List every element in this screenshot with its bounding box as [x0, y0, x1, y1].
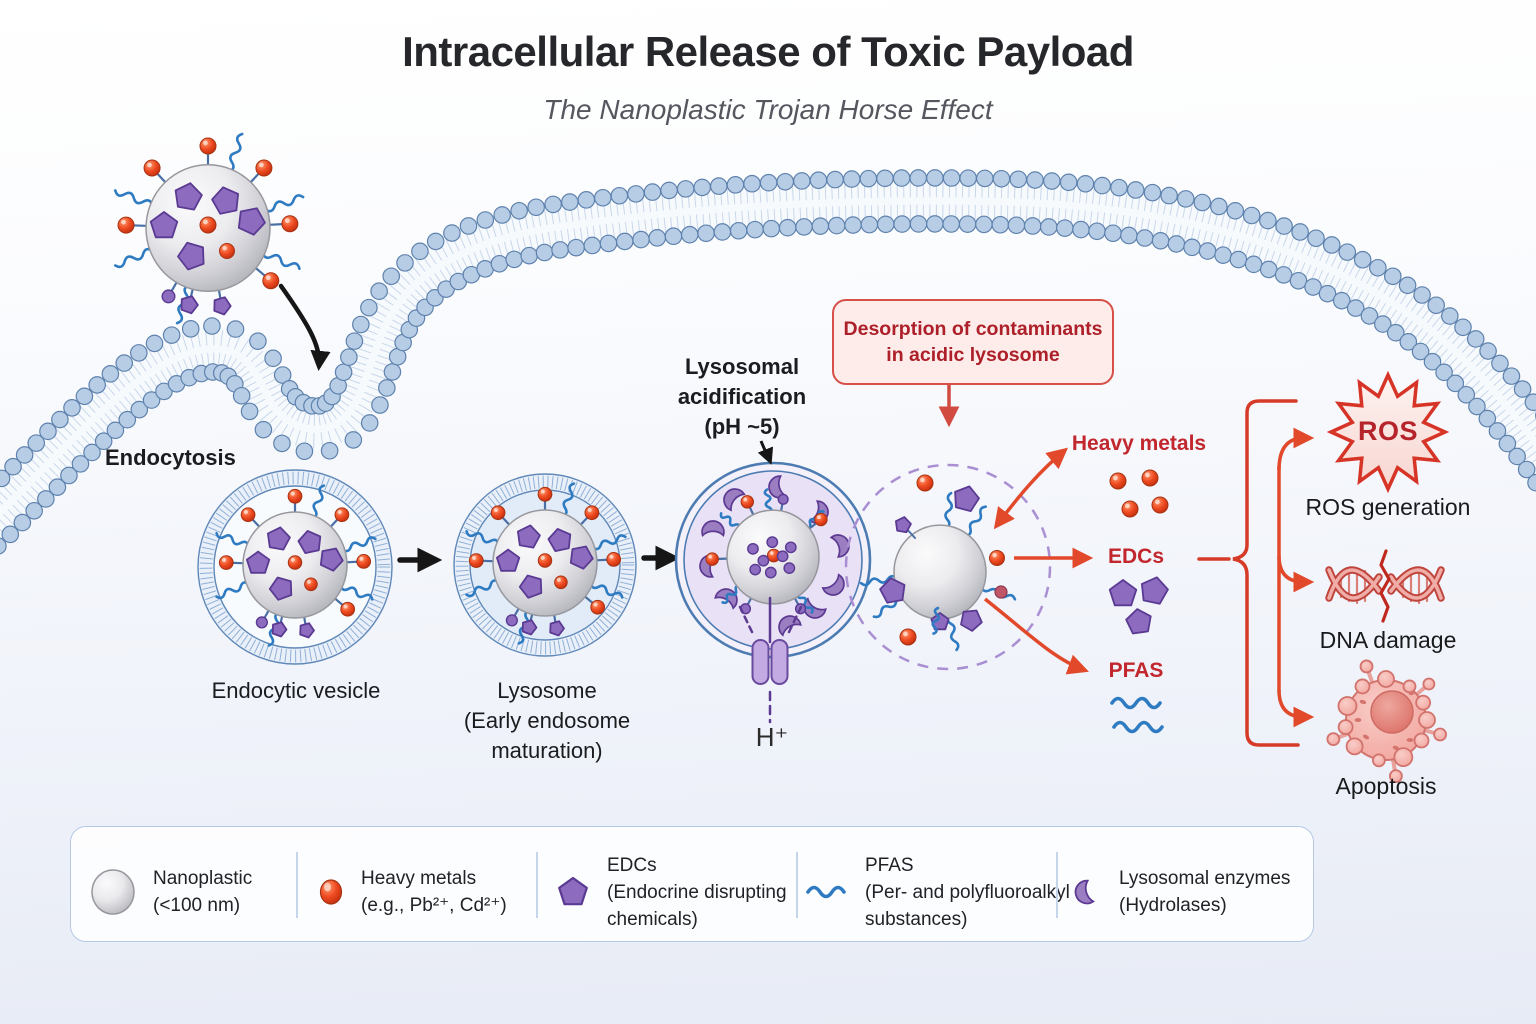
legend-item-name: Lysosomal enzymes [1119, 868, 1291, 889]
endocytosis-label: Endocytosis [105, 445, 236, 470]
release-zone [844, 463, 1052, 671]
legend-item-name: EDCs [607, 854, 657, 876]
legend-item-desc: (<100 nm) [153, 895, 241, 916]
desorption-callout: Desorption of contaminants in acidic lys… [832, 299, 1114, 385]
pfas-cluster [1110, 696, 1164, 734]
dna-damage-label: DNA damage [1319, 627, 1457, 653]
lysosome-acidic [674, 461, 872, 724]
legend-item-edcs: EDCs (Endocrine disrupting chemicals) [556, 852, 787, 932]
nanoplastic-particle [215, 484, 377, 647]
ros-generation-label: ROS generation [1305, 494, 1471, 520]
edc-pentagon-icon [556, 875, 590, 909]
desorption-callout-text: Desorption of contaminants in acidic lys… [843, 318, 1103, 366]
legend-item-name: PFAS [865, 854, 914, 876]
nanoplastic-particle [465, 482, 627, 645]
legend [70, 826, 1314, 942]
cell-membrane [0, 169, 1536, 555]
acidification-pointer-arrow [757, 440, 774, 465]
nanoplastic-particle [705, 488, 828, 615]
legend-divider [1056, 852, 1058, 918]
heavy-metal-dot-icon [318, 877, 344, 907]
lysosome-early-label: Lysosome (Early endosome maturation) [463, 678, 631, 763]
legend-item-lysosomal-enzymes: Lysosomal enzymes (Hydrolases) [1072, 852, 1290, 932]
nanoplastic-sphere-icon [90, 869, 136, 915]
legend-item-name: Nanoplastic [153, 868, 253, 889]
legend-item-desc: (Per- and polyfluoroalkyl substances) [865, 881, 1070, 930]
edcs-label: EDCs [1107, 545, 1165, 568]
dna-damage-icon [1325, 549, 1445, 623]
legend-divider [536, 852, 538, 918]
legend-item-desc: (e.g., Pb²⁺, Cd²⁺) [361, 895, 507, 916]
heavy-metals-cluster [1109, 469, 1169, 518]
nanoplastic-particle [114, 132, 305, 325]
legend-divider [296, 852, 298, 918]
legend-item-desc: (Endocrine disrupting chemicals) [607, 881, 787, 930]
lysosome-acidification-label: Lysosomal acidification (pH ~5) [677, 354, 807, 439]
ros-star-text: ROS [1357, 416, 1418, 446]
endocytic-vesicle [197, 469, 393, 665]
page-subtitle: The Nanoplastic Trojan Horse Effect [543, 94, 993, 125]
endocytic-vesicle-label: Endocytic vesicle [211, 678, 381, 703]
apoptosis-cell-icon [1326, 659, 1447, 784]
legend-divider [796, 852, 798, 918]
lysosomal-enzyme-crescent-icon [1072, 877, 1102, 907]
edcs-cluster [1108, 576, 1169, 635]
endocytosis-arrow [278, 283, 331, 372]
heavy-metals-label: Heavy metals [1071, 432, 1207, 455]
free-nanoplastic [114, 132, 305, 325]
pfas-label: PFAS [1108, 659, 1164, 682]
legend-item-name: Heavy metals [361, 868, 477, 889]
ros-star-icon [1326, 370, 1450, 494]
legend-item-pfas: PFAS (Per- and polyfluoroalkyl substances… [806, 852, 1070, 932]
apoptosis-label: Apoptosis [1335, 773, 1437, 799]
page-title: Intracellular Release of Toxic Payload [402, 28, 1134, 75]
lysosome-early [453, 473, 637, 657]
legend-item-desc: (Hydrolases) [1119, 895, 1227, 916]
outcome-bracket [1197, 399, 1315, 747]
pfas-wave-icon [806, 882, 848, 902]
contaminant-arrows [983, 447, 1094, 675]
legend-item-nanoplastic: Nanoplastic (<100 nm) [90, 852, 252, 932]
proton-label: H⁺ [755, 722, 789, 752]
legend-item-heavy-metals: Heavy metals (e.g., Pb²⁺, Cd²⁺) [318, 852, 507, 932]
